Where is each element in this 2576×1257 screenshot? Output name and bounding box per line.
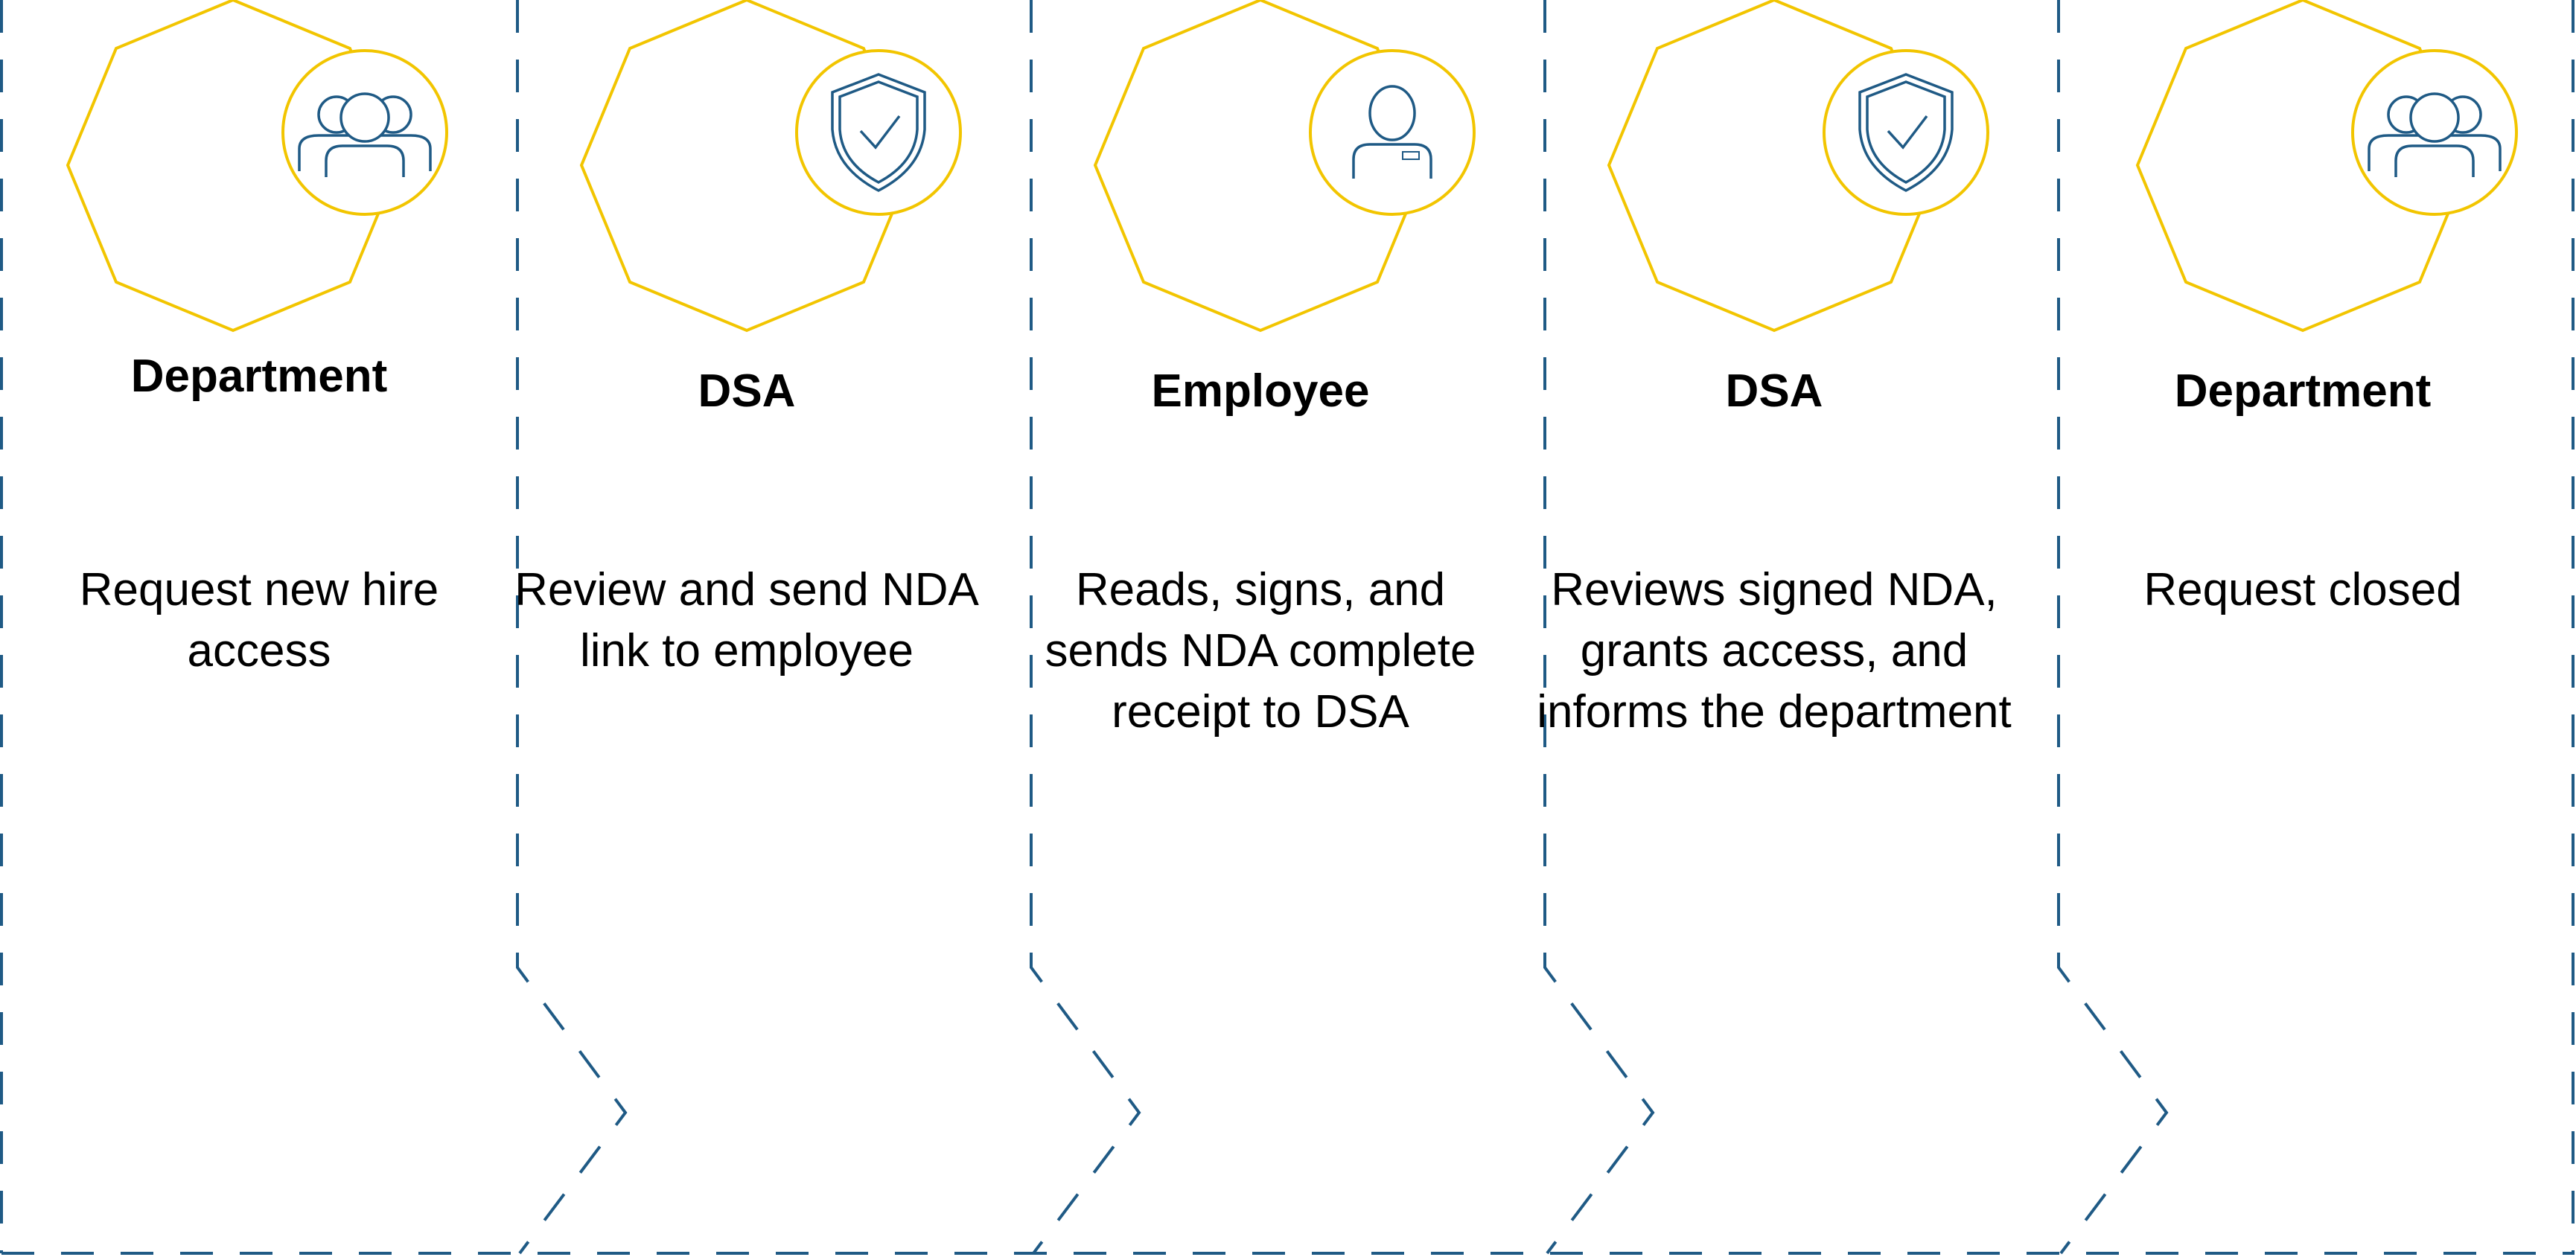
step-separator-4 bbox=[2057, 0, 2169, 1255]
step-2-description: Review and send NDA link to employee bbox=[514, 564, 979, 677]
step-icons bbox=[66, 0, 2518, 333]
step-4-actor-label: DSA bbox=[1725, 365, 1823, 417]
step-1-actor-label: Department bbox=[130, 351, 388, 402]
step-separator-1 bbox=[516, 0, 628, 1255]
step-5-actor-label: Department bbox=[2174, 365, 2432, 417]
step-4-emblem bbox=[1607, 0, 1989, 333]
step-3-emblem bbox=[1093, 0, 1476, 333]
step-4-description: Reviews signed NDA, grants access, and i… bbox=[1537, 564, 2012, 738]
step-2-emblem bbox=[579, 0, 962, 333]
step-separator-3 bbox=[1543, 0, 1655, 1255]
step-1-description: Request new hire access bbox=[79, 564, 439, 677]
people-group-icon bbox=[298, 92, 432, 177]
step-3-description: Reads, signs, and sends NDA complete rec… bbox=[1045, 564, 1476, 738]
step-separator-2 bbox=[1030, 0, 1141, 1255]
shield-check-icon bbox=[1858, 73, 1954, 192]
step-1-emblem bbox=[66, 0, 448, 333]
step-2-actor-label: DSA bbox=[698, 365, 796, 417]
step-3-actor-label: Employee bbox=[1151, 365, 1370, 417]
shield-check-icon bbox=[831, 73, 926, 192]
people-group-icon bbox=[2368, 92, 2502, 177]
person-badge-icon bbox=[1352, 85, 1432, 179]
step-5-emblem bbox=[2135, 0, 2518, 333]
step-5-description: Request closed bbox=[2143, 564, 2462, 615]
step-3-icon-badge bbox=[1309, 49, 1476, 216]
